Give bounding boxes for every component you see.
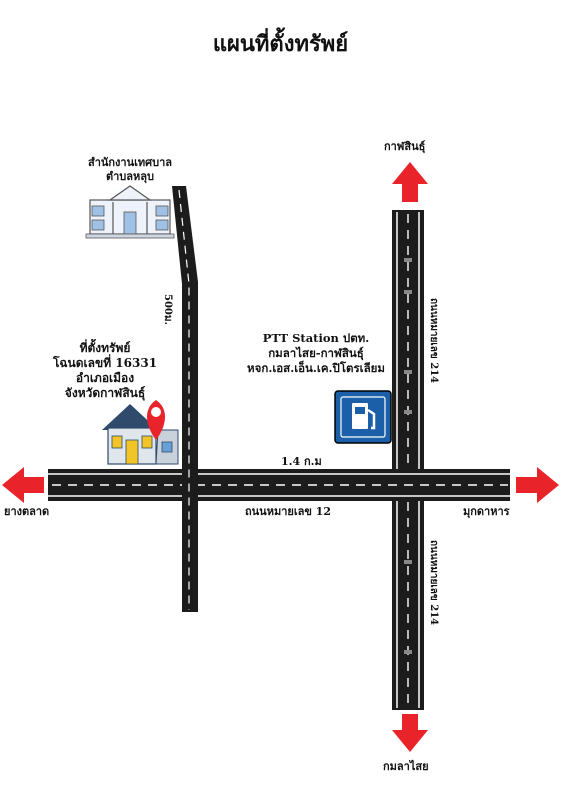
main-road-distance-label: 1.4 ก.ม (281, 455, 322, 468)
road-markings (404, 258, 412, 654)
municipality-label: สำนักงานเทศบาล ตำบลหลุบ (87, 156, 173, 183)
page-title: แผนที่ตั้งทรัพย์ (212, 31, 349, 57)
station-label: PTT Station ปตท. กมลาไสย-กาฬสินธุ์ หจก.เ… (247, 331, 385, 375)
west-destination-label: ยางตลาด (4, 505, 50, 518)
house-with-location-pin-icon (102, 400, 179, 465)
road-214-upper-label: ถนนหมายเลข 214 (428, 298, 439, 384)
arrow-north-icon (392, 162, 428, 202)
road-214 (392, 210, 424, 710)
road-214-lower-label: ถนนหมายเลข 214 (428, 540, 439, 626)
side-road-distance-label: 500ม. (162, 294, 173, 325)
road-12-label: ถนนหมายเลข 12 (245, 505, 331, 518)
arrow-east-icon (516, 467, 559, 503)
road-12 (48, 469, 510, 501)
property-label: ที่ตั้งทรัพย์ โฉนดเลขที่ 16331 อำเภอเมือ… (52, 341, 158, 400)
arrow-west-icon (2, 467, 44, 503)
government-building-icon (85, 185, 175, 239)
fuel-station-icon (334, 390, 392, 444)
north-destination-label: กาฬสินธุ์ (384, 140, 426, 153)
side-road (172, 186, 198, 612)
arrow-south-icon (392, 714, 428, 752)
south-destination-label: กมลาไสย (383, 760, 429, 773)
east-destination-label: มุกดาหาร (463, 505, 510, 518)
